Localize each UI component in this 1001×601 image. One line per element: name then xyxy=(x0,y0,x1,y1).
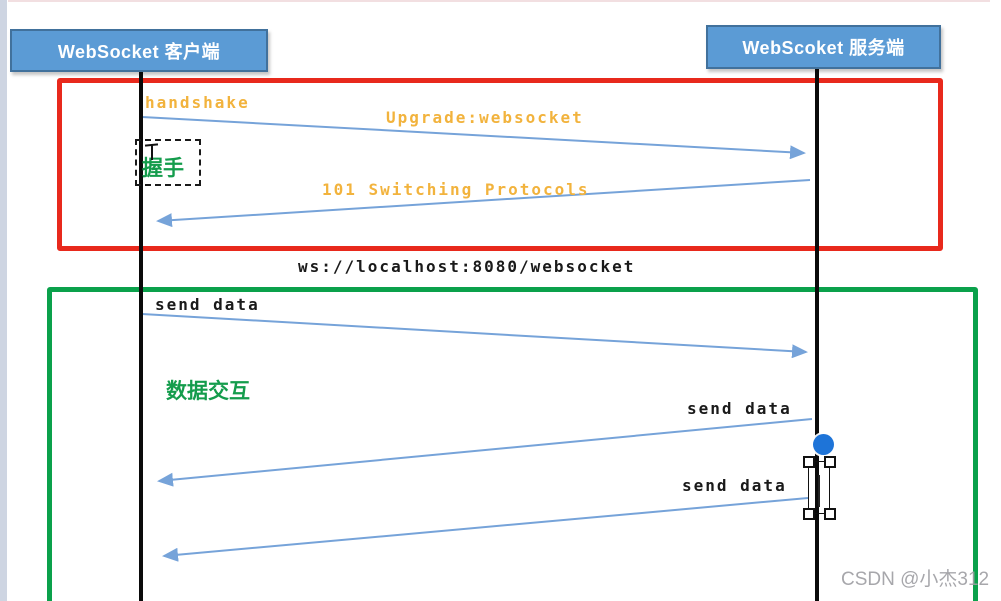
connection-point-dot[interactable] xyxy=(813,434,834,455)
text-caret xyxy=(818,475,820,507)
handshake-section-annotation[interactable]: 握手 xyxy=(142,157,184,180)
selection-handle-top-right[interactable] xyxy=(824,456,836,468)
text-cursor-icon xyxy=(144,143,161,161)
server-actor-label: WebScoket 服务端 xyxy=(742,38,905,58)
handshake-section-frame[interactable] xyxy=(57,78,943,251)
handshake-response-arrow[interactable] xyxy=(156,179,811,228)
top-edge-line xyxy=(8,0,990,2)
server-send-data-label-2[interactable]: send data xyxy=(682,476,787,495)
client-lifeline[interactable] xyxy=(139,72,143,601)
data-exchange-section-annotation[interactable]: 数据交互 xyxy=(166,380,250,403)
annotation-selection-box[interactable] xyxy=(135,139,201,186)
server-actor-box[interactable]: WebScoket 服务端 xyxy=(706,25,941,69)
server-send-data-arrow-2[interactable] xyxy=(162,497,809,562)
client-actor-label: WebSocket 客户端 xyxy=(57,41,221,62)
handshake-step-label[interactable]: handshake xyxy=(145,93,250,112)
server-lifeline[interactable] xyxy=(815,69,819,601)
client-send-data-arrow[interactable] xyxy=(141,313,808,359)
selection-handle-top-left[interactable] xyxy=(803,456,815,468)
selection-handle-bottom-right[interactable] xyxy=(824,508,836,520)
server-send-data-arrow-1[interactable] xyxy=(157,418,813,487)
textbox-selection-frame[interactable] xyxy=(808,461,830,514)
data-exchange-section-frame[interactable] xyxy=(47,287,978,601)
client-actor-box[interactable]: WebSocket 客户端 xyxy=(10,29,268,72)
upgrade-message-label[interactable]: Upgrade:websocket xyxy=(386,108,584,127)
server-send-data-label-1[interactable]: send data xyxy=(687,399,792,418)
selection-handle-bottom-left[interactable] xyxy=(803,508,815,520)
watermark-text: CSDN @小杰312 xyxy=(841,569,990,590)
client-send-data-label[interactable]: send data xyxy=(155,295,260,314)
handshake-request-arrow[interactable] xyxy=(141,116,806,160)
left-edge-strip xyxy=(0,0,7,601)
switching-protocols-label[interactable]: 101 Switching Protocols xyxy=(322,180,590,199)
websocket-url-label[interactable]: ws://localhost:8080/websocket xyxy=(298,257,636,276)
